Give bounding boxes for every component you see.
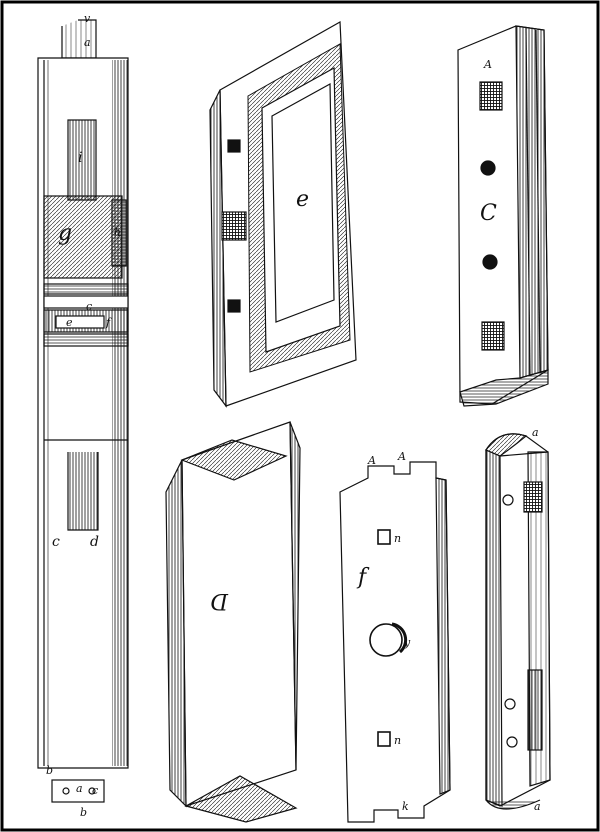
label-board-n1: n xyxy=(394,532,401,545)
bent-panel-figure xyxy=(165,421,301,823)
label-stile-c-low: c xyxy=(52,534,60,550)
rounded-post-figure xyxy=(485,433,551,810)
label-post-a-top: a xyxy=(532,426,539,439)
label-stile-d-low: d xyxy=(90,534,99,550)
label-post-a-bot: a xyxy=(534,800,541,813)
label-stile-f: f xyxy=(105,316,112,329)
label-stile-e1: e xyxy=(66,316,73,329)
flat-board-figure xyxy=(339,461,451,823)
grooved-rail-figure xyxy=(457,25,549,407)
label-rail-A: A xyxy=(483,58,492,71)
label-board-y: y xyxy=(403,636,411,649)
label-stile-b-foot: b xyxy=(80,806,87,819)
label-stile-c-foot: c xyxy=(92,784,98,797)
label-stile-top-mark: v xyxy=(84,12,91,25)
label-stile-a-foot: a xyxy=(76,782,83,795)
label-board-A1: A xyxy=(367,454,376,467)
framed-door-figure xyxy=(209,20,357,408)
label-board-n2: n xyxy=(394,734,401,747)
label-panel-D: D xyxy=(210,588,229,613)
label-stile-c: c xyxy=(86,300,92,313)
stile-figure xyxy=(37,19,129,803)
label-stile-b: b xyxy=(46,764,53,777)
label-rail-C: C xyxy=(480,201,497,226)
label-stile-g: g xyxy=(58,221,72,246)
label-stile-h: h xyxy=(114,226,121,239)
label-door-e: e xyxy=(296,187,309,212)
label-board-k: k xyxy=(402,800,409,813)
label-board-A2: A xyxy=(397,450,406,463)
label-stile-i: i xyxy=(78,150,82,166)
label-stile-a-top: a xyxy=(84,36,91,49)
